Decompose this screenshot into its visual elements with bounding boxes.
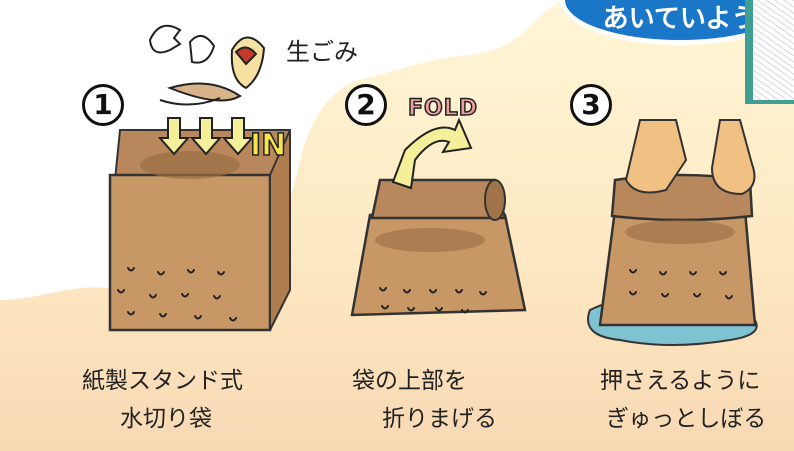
food-scraps <box>148 24 266 106</box>
pressing-hands <box>624 119 756 196</box>
step-3-caption-line1: 押さえるように <box>600 368 761 394</box>
step-2-number: 2 <box>345 84 387 126</box>
speech-badge-text: あいていよう <box>602 4 758 34</box>
step-1-caption-line2: 水切り袋 <box>120 406 212 432</box>
fold-arrow <box>391 117 473 190</box>
pattern-card <box>745 0 794 104</box>
step-3-caption: 押さえるように ぎゅっとしぼる <box>600 362 766 438</box>
in-label: IN <box>249 127 287 164</box>
step-2-caption: 袋の上部を 折りまげる <box>352 362 497 438</box>
step2-bag <box>350 178 527 317</box>
garbage-label: 生ごみ <box>286 38 358 66</box>
step3-bag <box>587 119 758 346</box>
step-1-number: 1 <box>82 84 124 126</box>
step-3-number: 3 <box>570 84 612 126</box>
step-1-caption-line1: 紙製スタンド式 <box>82 368 243 394</box>
step-2-caption-line1: 袋の上部を <box>352 368 467 394</box>
step1-bag <box>108 129 292 332</box>
pattern-card-texture <box>753 0 794 100</box>
step-1-caption: 紙製スタンド式 水切り袋 <box>82 362 243 438</box>
step-2-caption-line2: 折りまげる <box>382 406 497 432</box>
step-3-caption-line2: ぎゅっとしぼる <box>606 406 767 432</box>
fold-label: FOLD <box>407 95 479 122</box>
in-arrows <box>157 117 255 156</box>
